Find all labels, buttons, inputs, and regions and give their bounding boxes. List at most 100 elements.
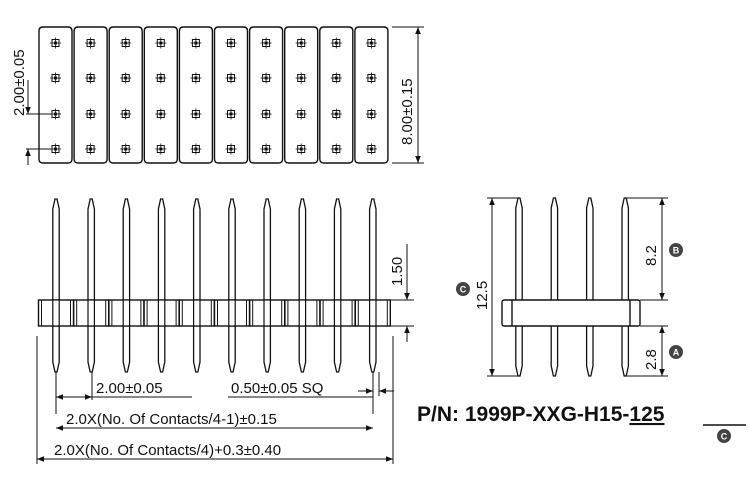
badge-c-side: C [456,282,470,296]
pin-above-dimension [388,244,414,342]
top-pin [225,108,237,120]
badge-b: B [669,243,683,257]
overall-label: 2.0X(No. Of Contacts/4)+0.3±0.40 [54,442,281,459]
top-pin [155,72,167,84]
front-housing-block [72,299,110,327]
front-pin [298,198,307,373]
front-pitch-label: 2.00±0.05 [96,380,163,397]
badge-a-text: A [673,348,680,358]
side-view-pins [515,197,630,377]
side-pin [550,197,559,377]
front-view-housing [37,299,391,327]
front-housing-block [354,299,391,327]
badge-c-pn-text: C [721,432,728,442]
top-cell [284,26,319,164]
top-pin [365,108,377,120]
top-cell [178,26,214,164]
front-housing-block [108,299,145,327]
front-pin [263,198,272,373]
front-pin [52,198,60,373]
top-pin [85,72,97,84]
top-pin [190,37,202,49]
part-number: P/N: 1999P-XXG-H15-125 [417,403,665,426]
front-view: 1.50 2.00±0.05 0.50±0.05 SQ 2.0X(No. Of … [36,198,414,464]
top-pin [225,37,237,49]
top-pin [295,143,307,155]
top-pin [260,37,272,49]
top-pin [85,108,97,120]
top-cell [213,26,249,164]
badge-b-text: B [673,246,680,256]
top-pin [85,37,97,49]
top-pin [330,37,342,49]
top-pin [225,143,237,155]
front-housing-block [143,299,180,327]
pin-size-label: 0.50±0.05 SQ [231,380,323,397]
top-pin [155,143,167,155]
top-height-label: 8.00±0.15 [399,78,416,145]
front-housing-block [284,299,321,327]
top-pitch-dimension [25,80,52,165]
side-upper-label: 8.2 [643,245,660,266]
top-pin [155,108,167,120]
front-housing-block [178,299,216,327]
top-pin [260,108,272,120]
top-pin [365,143,377,155]
side-pin [585,197,594,377]
part-number-suffix: 125 [629,403,664,426]
badge-c-side-text: C [460,285,467,295]
top-pin [85,143,97,155]
badge-c-pn: C [717,429,731,443]
top-pin [190,143,202,155]
front-housing-block [319,299,356,327]
front-pin [228,198,236,373]
bottom-dimensions [36,336,394,464]
top-pin [295,37,307,49]
top-pin [155,37,167,49]
span-label: 2.0X(No. Of Contacts/4-1)±0.15 [66,411,277,428]
top-pin [50,37,61,49]
top-pin [120,143,132,155]
top-pin [330,72,342,84]
part-number-prefix: P/N: 1999P-XXG-H15- [417,403,629,426]
top-cell [108,26,143,164]
top-pin [295,108,307,120]
top-pin [120,72,132,84]
side-dimensions [487,197,668,377]
top-pin [365,72,377,84]
top-height-dimension [392,26,424,164]
top-cell [143,26,178,164]
top-cell [354,26,389,164]
top-pin [365,37,377,49]
front-pin [192,198,201,373]
pin-above-label: 1.50 [389,257,406,286]
front-view-pins [52,198,377,373]
front-pin [333,198,342,373]
top-pin [225,72,237,84]
top-pin [330,143,342,155]
top-cell [38,26,73,164]
front-housing-block [248,299,286,327]
top-view-cells [38,26,389,164]
badge-a: A [669,345,683,359]
side-pin [515,197,523,377]
top-cell [73,26,108,164]
top-pitch-label: 2.00±0.05 [11,49,28,116]
top-pin [295,72,307,84]
front-housing-block [37,299,75,327]
side-total-label: 12.5 [474,281,491,310]
top-pin [120,108,132,120]
side-lower-label: 2.8 [643,349,660,370]
front-pin [122,198,131,373]
top-pin [190,108,202,120]
top-cell [248,26,284,164]
side-housing [501,299,641,327]
front-housing-block [213,299,251,327]
top-pin [50,72,61,84]
side-pin [621,197,630,377]
front-pin [368,198,377,373]
top-cell [319,26,354,164]
side-view: 12.5 8.2 2.8 [474,197,668,377]
front-pin [157,198,166,373]
